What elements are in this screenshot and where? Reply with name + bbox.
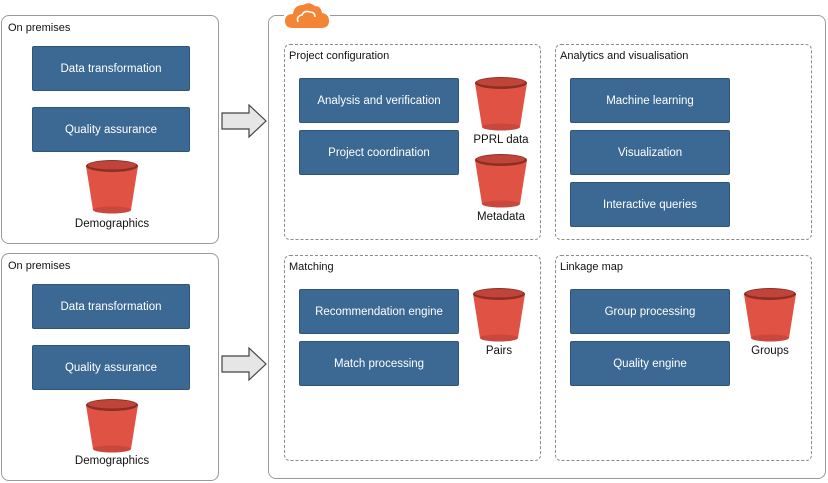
group-processing-box: Group processing: [570, 289, 730, 334]
quality-assurance-box: Quality assurance: [32, 345, 190, 390]
project-configuration-section: Project configuration Analysis and verif…: [284, 44, 541, 240]
bucket-label: Groups: [751, 345, 789, 357]
metadata-bucket-icon: [473, 152, 529, 208]
section-title: Project configuration: [289, 50, 390, 62]
analysis-and-verification-box: Analysis and verification: [299, 78, 459, 123]
on-premises-panel-1: On premises Data transformation Quality …: [1, 15, 219, 244]
bucket-label: Demographics: [74, 218, 150, 230]
panel-title: On premises: [8, 22, 71, 34]
visualization-box: Visualization: [570, 130, 730, 175]
analytics-section: Analytics and visualisation Machine lear…: [555, 44, 812, 240]
bucket-label: PPRL data: [473, 134, 529, 146]
pprl-data-bucket-icon: [473, 75, 529, 131]
match-processing-box: Match processing: [299, 341, 459, 386]
panel-title: On premises: [8, 260, 71, 272]
bucket-label: Metadata: [477, 211, 525, 223]
arrow-right-icon: [221, 104, 267, 138]
section-title: Matching: [289, 261, 334, 273]
matching-section: Matching Recommendation engine Match pro…: [284, 255, 541, 461]
pairs-bucket-icon: [471, 286, 527, 342]
groups-bucket-icon: [742, 286, 798, 342]
demographics-bucket-icon: [84, 158, 140, 214]
section-title: Linkage map: [560, 261, 623, 273]
bucket-label: Demographics: [74, 455, 150, 467]
data-transformation-box: Data transformation: [32, 46, 190, 91]
on-premises-panel-2: On premises Data transformation Quality …: [1, 253, 219, 481]
arrow-right-icon: [221, 347, 267, 381]
linkage-map-section: Linkage map Group processing Quality eng…: [555, 255, 812, 461]
bucket-label: Pairs: [485, 345, 513, 357]
machine-learning-box: Machine learning: [570, 78, 730, 123]
interactive-queries-box: Interactive queries: [570, 182, 730, 227]
cloud-icon: [284, 3, 330, 30]
quality-assurance-box: Quality assurance: [32, 107, 190, 152]
recommendation-engine-box: Recommendation engine: [299, 289, 459, 334]
section-title: Analytics and visualisation: [560, 50, 689, 62]
quality-engine-box: Quality engine: [570, 341, 730, 386]
project-coordination-box: Project coordination: [299, 130, 459, 175]
data-transformation-box: Data transformation: [32, 284, 190, 329]
demographics-bucket-icon: [84, 397, 140, 453]
